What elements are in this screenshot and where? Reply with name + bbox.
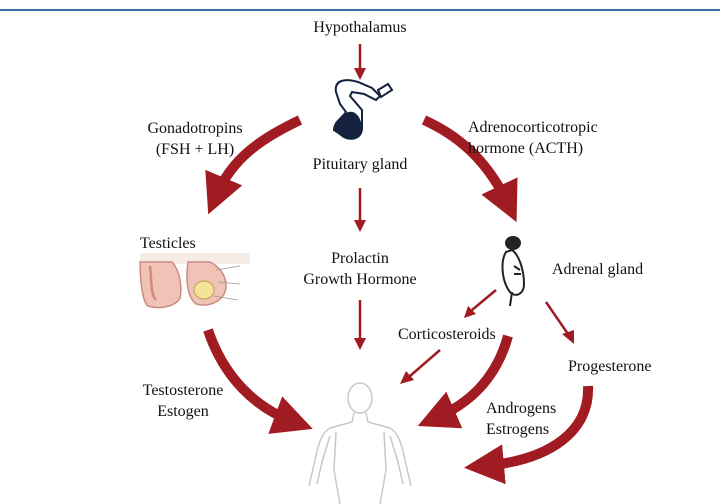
arrow-acth <box>421 115 518 223</box>
pituitary-gland-label: Pituitary gland <box>312 156 408 173</box>
header-rule <box>0 9 720 11</box>
arrow-adrenal-to-corticosteroids <box>464 289 497 318</box>
arrow-prolactin <box>354 188 366 232</box>
gonadotropins-line2: (FSH + LH) <box>155 141 235 158</box>
testosterone-line2: Estogen <box>157 403 209 420</box>
arrow-progesterone <box>464 385 594 485</box>
arrow-adrenal-to-progesterone <box>544 301 574 344</box>
adrenal-gland-label: Adrenal gland <box>552 261 644 278</box>
arrow-testosterone <box>203 328 313 434</box>
human-body-outline <box>308 382 412 504</box>
arrow-hypothalamus-to-pituitary <box>354 44 366 80</box>
arrow-growth-hormone-to-body <box>354 300 366 350</box>
androgens-label: Androgens Estrogens <box>486 398 556 440</box>
acth-line2: hormone (ACTH) <box>468 140 584 157</box>
acth-line1: Adrenocorticotropic <box>468 119 598 136</box>
arrow-androgens <box>417 334 513 429</box>
prolactin-line1: Prolactin <box>331 250 389 267</box>
prolactin-label: Prolactin Growth Hormone <box>290 248 430 290</box>
acth-label: Adrenocorticotropic hormone (ACTH) <box>468 117 598 159</box>
testosterone-label: Testosterone Estogen <box>118 380 248 422</box>
adrenal-kidney-icon <box>501 236 526 307</box>
arrow-corticosteroids-to-body <box>400 349 441 384</box>
androgens-line1: Androgens <box>486 400 557 417</box>
pituitary-gland-icon <box>332 79 394 140</box>
prolactin-line2: Growth Hormone <box>303 271 417 288</box>
hypothalamus-label: Hypothalamus <box>313 19 407 36</box>
arrow-gonadotropins <box>205 115 303 215</box>
gonadotropins-line1: Gonadotropins <box>147 120 243 137</box>
testosterone-line1: Testosterone <box>142 382 224 399</box>
progesterone-label: Progesterone <box>568 358 652 375</box>
testicles-illustration <box>139 253 250 309</box>
corticosteroids-label: Corticosteroids <box>398 326 496 343</box>
androgens-line2: Estrogens <box>486 421 550 438</box>
gonadotropins-label: Gonadotropins (FSH + LH) <box>120 118 270 160</box>
testicles-label: Testicles <box>140 235 196 252</box>
